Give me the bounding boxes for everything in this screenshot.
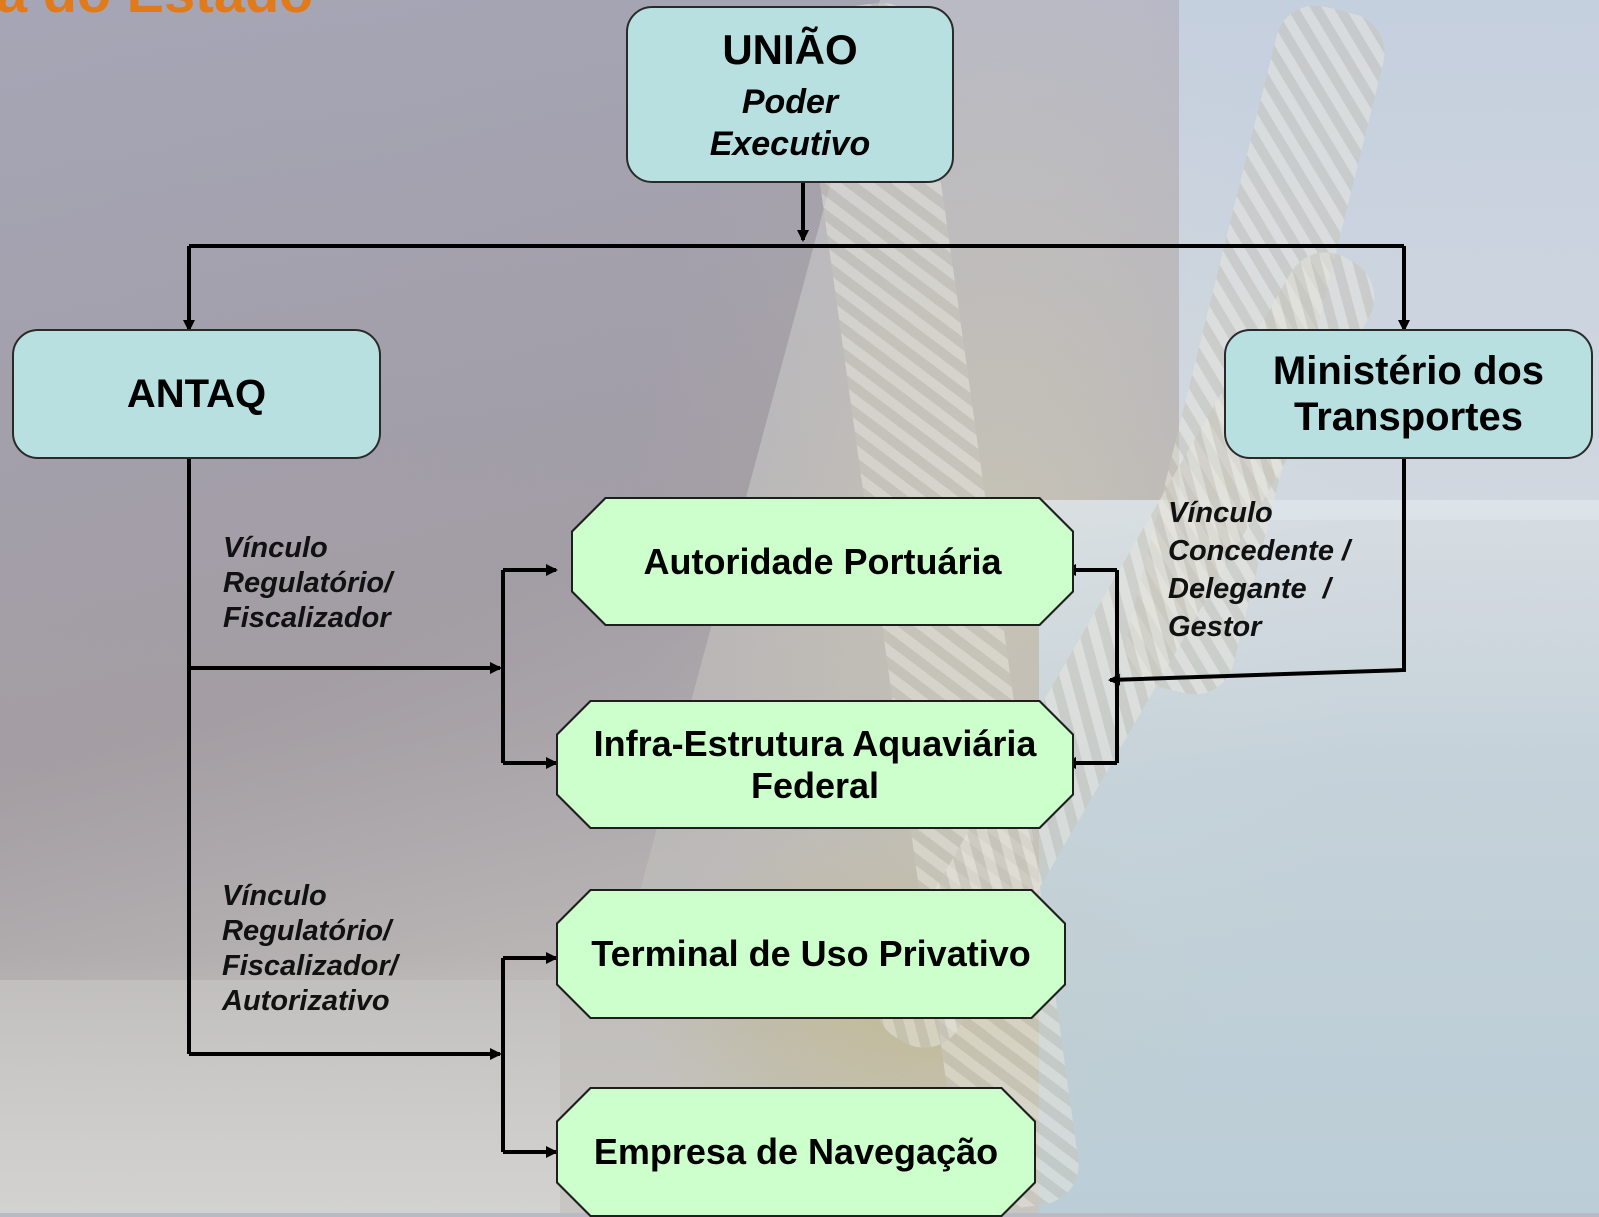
- connector-ministerio-trunk: [1108, 458, 1406, 686]
- infra-estrutura-line1: Infra-Estrutura Aquaviária: [593, 722, 1037, 764]
- terminal-uso-privativo-label: Terminal de Uso Privativo: [591, 933, 1031, 974]
- label-line: Autorizativo: [222, 985, 390, 1017]
- slide-title-fragment: a do Estado: [0, 0, 313, 25]
- empresa-navegacao-label: Empresa de Navegação: [593, 1131, 999, 1172]
- label-line: Concedente /: [1168, 535, 1351, 567]
- label-line: Vínculo: [223, 532, 328, 564]
- autoridade-portuaria-label: Autoridade Portuária: [643, 540, 1002, 582]
- uniao-box: UNIÃO Poder Executivo: [626, 6, 954, 183]
- background-dock: [0, 953, 560, 1213]
- label-line: Gestor: [1168, 611, 1262, 643]
- ministerio-box: Ministério dos Transportes: [1224, 329, 1593, 459]
- uniao-subtitle-line1: Poder: [741, 82, 839, 121]
- terminal-uso-privativo-box: Terminal de Uso Privativo: [556, 889, 1066, 1019]
- antaq-label: ANTAQ: [126, 372, 267, 416]
- label-line: Regulatório/: [223, 567, 393, 599]
- uniao-title: UNIÃO: [722, 25, 858, 73]
- infra-estrutura-line2: Federal: [750, 764, 880, 806]
- ministerio-line1: Ministério dos: [1272, 349, 1545, 393]
- label-line: Delegante /: [1168, 573, 1331, 605]
- vinculo-concedente-label: Vínculo Concedente / Delegante / Gestor: [1168, 494, 1350, 646]
- autoridade-portuaria-box: Autoridade Portuária: [571, 497, 1074, 626]
- empresa-navegacao-box: Empresa de Navegação: [556, 1087, 1036, 1217]
- label-line: Fiscalizador/: [222, 950, 398, 982]
- label-line: Fiscalizador: [223, 602, 391, 634]
- infra-estrutura-box: Infra-Estrutura Aquaviária Federal: [556, 700, 1074, 829]
- vinculo-regulatorio-label-1: Vínculo Regulatório/ Fiscalizador: [223, 531, 392, 636]
- label-line: Vínculo: [1168, 497, 1273, 529]
- antaq-box: ANTAQ: [12, 329, 381, 459]
- label-line: Regulatório/: [222, 915, 392, 947]
- label-line: Vínculo: [222, 880, 327, 912]
- uniao-subtitle-line2: Executivo: [709, 124, 871, 163]
- ministerio-line2: Transportes: [1294, 395, 1523, 439]
- vinculo-regulatorio-label-2: Vínculo Regulatório/ Fiscalizador/ Autor…: [222, 879, 398, 1019]
